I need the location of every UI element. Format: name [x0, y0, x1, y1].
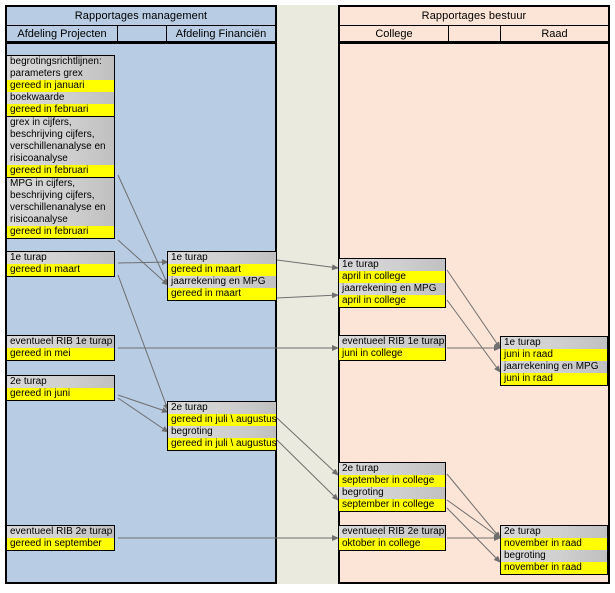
node-label-line: eventueel RIB 1e turap [339, 336, 445, 348]
panel-right-column-headers: College Raad [340, 26, 608, 44]
node-deadline-line: gereed in maart [168, 288, 276, 300]
node-deadline-line: gereed in juli \ augustus [168, 414, 276, 426]
node-label-line: 1e turap [339, 259, 445, 271]
node-label-line: 2e turap [7, 376, 114, 388]
node-deadline-line: gereed in juni [7, 388, 114, 400]
column-header-blank-right [448, 26, 500, 41]
node-deadline-line: september in college [339, 499, 445, 511]
node-label-line: boekwaarde [7, 92, 114, 104]
node-label-line: eventueel RIB 1e turap [7, 336, 114, 348]
node-label-line: begroting [501, 550, 607, 562]
node-label-line: MPG in cijfers, [7, 178, 114, 190]
node-label-line: begroting [168, 426, 276, 438]
node-label-line: verschillenanalyse en [7, 141, 114, 153]
node-label-line: parameters grex [7, 68, 114, 80]
column-header-raad: Raad [500, 26, 608, 41]
column-header-afdeling-financien: Afdeling Financiën [166, 26, 275, 41]
node-label-line: verschillenanalyse en [7, 202, 114, 214]
node-label-line: 1e turap [7, 252, 114, 264]
panel-left-column-headers: Afdeling Projecten Afdeling Financiën [7, 26, 275, 44]
node-label-line: eventueel RIB 2e turap [7, 526, 114, 538]
node-deadline-line: gereed in september [7, 538, 114, 550]
node-deadline-line: gereed in februari [7, 226, 114, 238]
node-label-line: 2e turap [501, 526, 607, 538]
node-label-line: 2e turap [339, 463, 445, 475]
node-label-line: begroting [339, 487, 445, 499]
node-label-line: eventueel RIB 2e turap [339, 526, 445, 538]
node-mpg-in-cijfers[interactable]: MPG in cijfers,beschrijving cijfers,vers… [6, 177, 115, 239]
node-label-line: 2e turap [168, 402, 276, 414]
node-label-line: jaarrekening en MPG [501, 361, 607, 373]
node-deadline-line: september in college [339, 475, 445, 487]
node-deadline-line: gereed in maart [168, 264, 276, 276]
node-label-line: 1e turap [168, 252, 276, 264]
node-deadline-line: oktober in college [339, 538, 445, 550]
node-label-line: risicoanalyse [7, 214, 114, 226]
node-label-line: begrotingsrichtlijnen: [7, 56, 114, 68]
panel-gap-spacer [277, 5, 338, 584]
column-header-afdeling-projecten: Afdeling Projecten [17, 27, 107, 40]
node-deadline-line: juni in raad [501, 349, 607, 361]
node-deadline-line: april in college [339, 271, 445, 283]
column-header-blank-left [117, 26, 166, 41]
node-deadline-line: gereed in mei [7, 348, 114, 360]
node-deadline-line: november in raad [501, 562, 607, 574]
node-deadline-line: april in college [339, 295, 445, 307]
node-deadline-line: gereed in februari [7, 104, 114, 116]
node-deadline-line: juni in raad [501, 373, 607, 385]
node-deadline-line: gereed in maart [7, 264, 114, 276]
node-label-line: 1e turap [501, 337, 607, 349]
node-label-line: risicoanalyse [7, 153, 114, 165]
panel-left-title: Rapportages management [7, 7, 275, 26]
panel-right-title: Rapportages bestuur [340, 7, 608, 26]
node-label-line: beschrijving cijfers, [7, 129, 114, 141]
node-deadline-line: juni in college [339, 348, 445, 360]
node-grex-in-cijfers[interactable]: grex in cijfers,beschrijving cijfers,ver… [6, 116, 115, 178]
node-label-line: jaarrekening en MPG [339, 283, 445, 295]
node-label-line: jaarrekening en MPG [168, 276, 276, 288]
column-header-college: College [375, 27, 413, 40]
node-label-line: grex in cijfers, [7, 117, 114, 129]
node-deadline-line: gereed in januari [7, 80, 114, 92]
node-deadline-line: gereed in juli \ augustus [168, 438, 276, 450]
node-deadline-line: november in raad [501, 538, 607, 550]
node-deadline-line: gereed in februari [7, 165, 114, 177]
node-label-line: beschrijving cijfers, [7, 190, 114, 202]
